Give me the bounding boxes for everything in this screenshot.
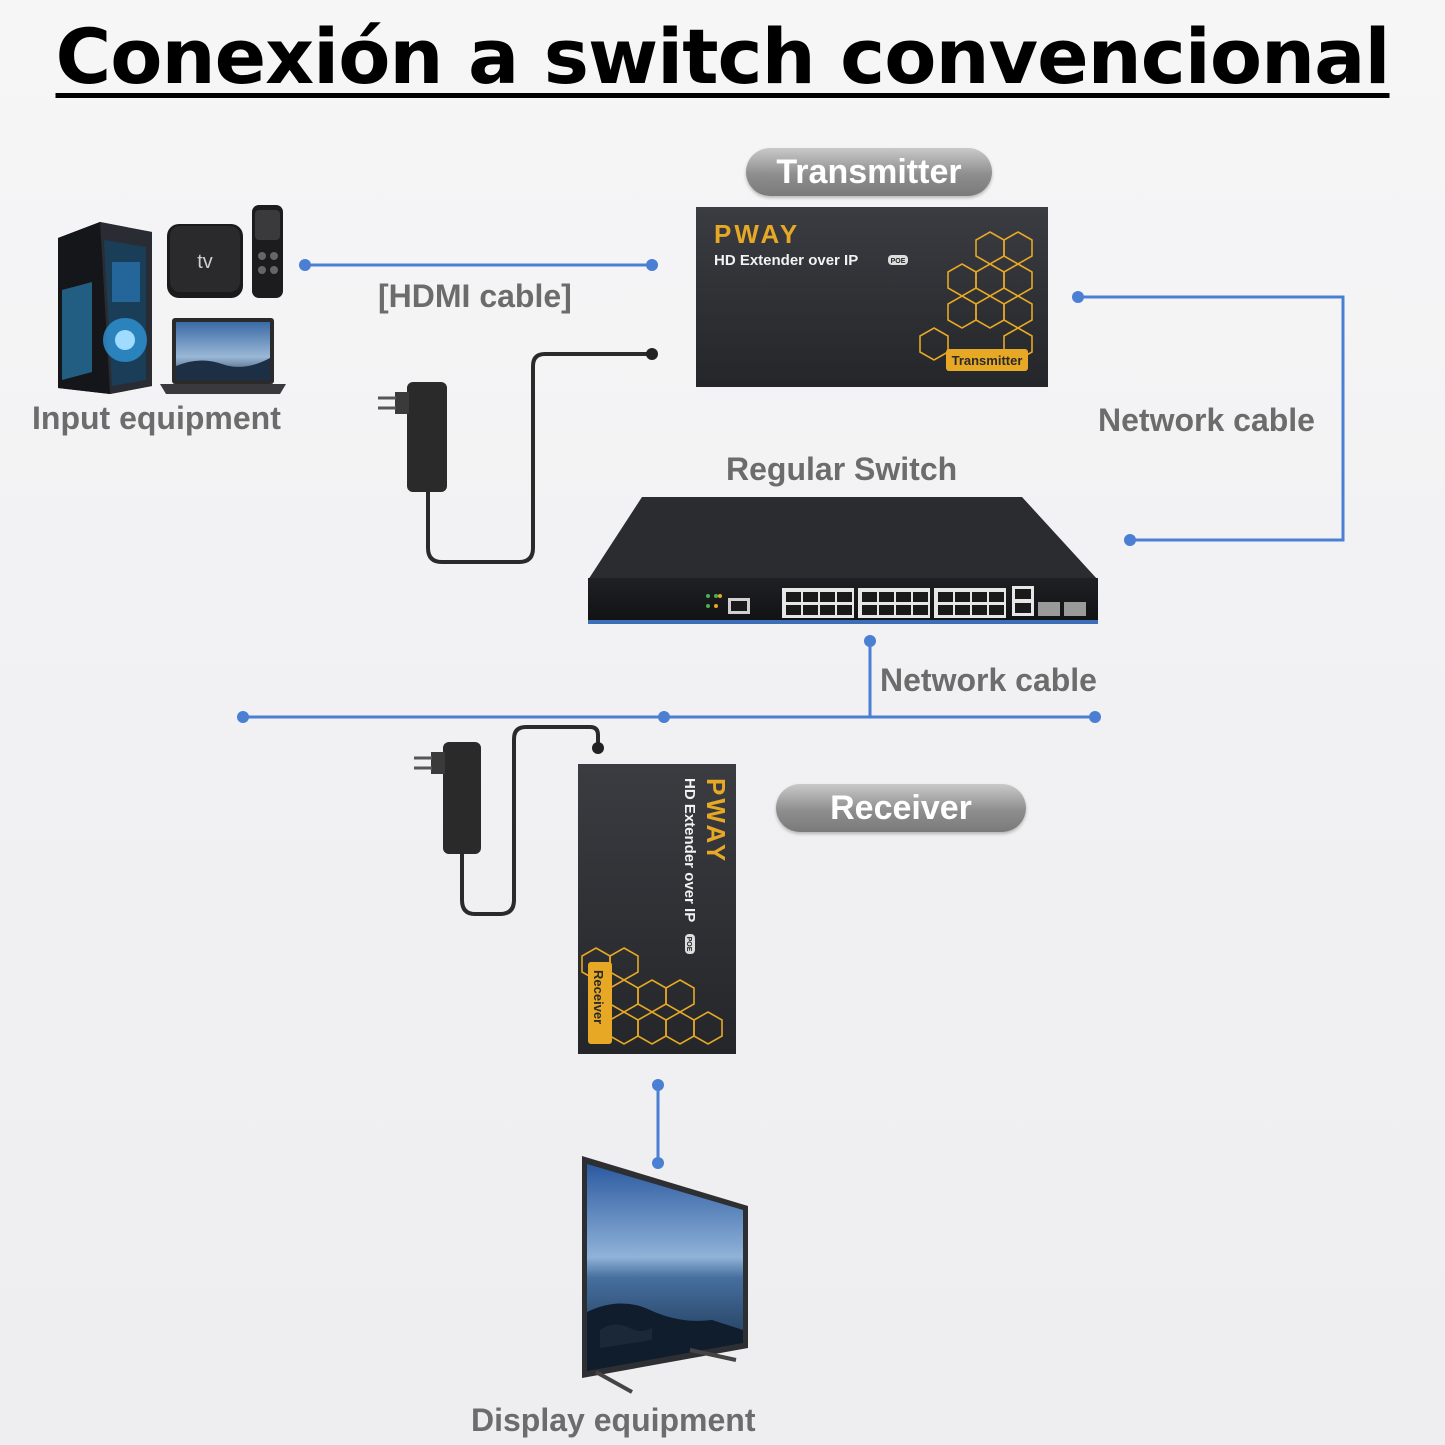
network-cable-label-top: Network cable (1098, 402, 1315, 438)
transmitter-product: HD Extender over IP (714, 252, 858, 269)
hdmi-cable-label: [HDMI cable] (378, 278, 572, 314)
tv-box-text: tv (197, 251, 213, 273)
pc-tower-icon (58, 222, 152, 394)
receiver-brand: PWAY (701, 778, 731, 864)
transmitter-box-label: Transmitter (952, 353, 1023, 368)
connection-dots (237, 259, 1136, 1169)
transmitter-hex-pattern (919, 231, 1033, 361)
regular-switch-label: Regular Switch (726, 451, 958, 487)
receiver-poe-tag: POE (685, 937, 692, 952)
power-adapter-bottom-icon (414, 725, 604, 916)
transmitter-badge: Transmitter (746, 148, 992, 196)
transmitter-brand: PWAY (714, 219, 800, 249)
display-tv-icon (582, 1156, 748, 1394)
network-line-top (1078, 295, 1345, 542)
page-title: Conexión a switch convencional (55, 12, 1391, 101)
receiver-device: PWAY HD Extender over IP POE Receiver (578, 764, 736, 1054)
remote-control-icon (252, 205, 283, 298)
regular-switch-device (588, 497, 1098, 624)
display-equipment-label: Display equipment (471, 1402, 756, 1438)
transmitter-device: PWAY HD Extender over IP POE Transmitter (696, 207, 1048, 387)
receiver-box-label: Receiver (591, 970, 606, 1024)
apple-tv-box-icon: tv (167, 224, 243, 298)
receiver-product: HD Extender over IP (681, 778, 698, 922)
transmitter-poe-tag: POE (891, 258, 906, 265)
power-adapter-top-icon (378, 348, 658, 564)
network-cable-label-bottom: Network cable (880, 662, 1097, 698)
laptop-icon (160, 318, 286, 394)
receiver-badge: Receiver (776, 784, 1026, 832)
input-equipment-label: Input equipment (32, 400, 281, 436)
